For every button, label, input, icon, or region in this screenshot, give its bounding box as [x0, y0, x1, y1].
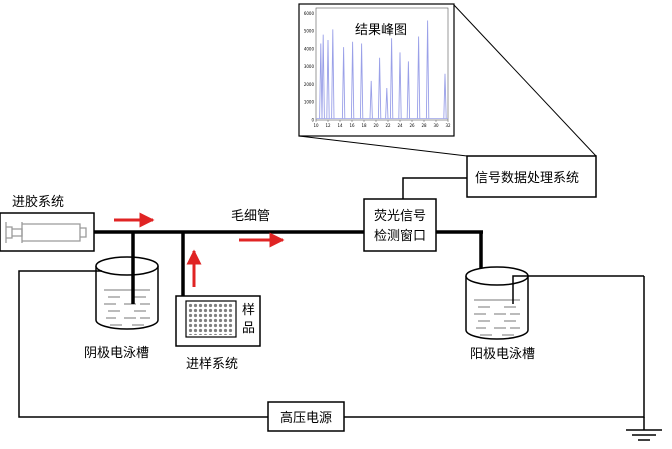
zoom-line-right — [453, 4, 597, 157]
chart-peak — [416, 36, 421, 119]
chart-peak — [350, 41, 355, 119]
injection-system-box — [0, 212, 95, 252]
chart-peak — [425, 20, 430, 119]
sample-label-char2: 品 — [242, 321, 255, 336]
chart-peak — [341, 47, 346, 119]
x-tick-label: 30 — [433, 123, 439, 128]
signal-processing-label: 信号数据处理系统 — [475, 171, 579, 186]
y-tick-label: 6000 — [304, 11, 315, 16]
chart-peak — [319, 43, 323, 119]
chart-peak — [385, 87, 389, 119]
signal-connector — [402, 177, 467, 199]
sample-plate-wells — [188, 303, 234, 335]
ground-icon — [626, 417, 662, 441]
chart-peak — [443, 73, 447, 119]
x-tick-label: 18 — [361, 123, 367, 128]
fluorescence-detection-window — [363, 198, 437, 252]
cathode-tank-label: 阴极电泳槽 — [84, 346, 149, 361]
chart-peak — [331, 29, 335, 119]
injection-system-label: 进胶系统 — [12, 194, 64, 210]
x-tick-label: 16 — [349, 123, 355, 128]
x-tick-label: 20 — [373, 123, 379, 128]
x-tick-label: 10 — [313, 123, 319, 128]
result-chart: 10 12 14 16 18 20 22 24 26 28 30 32 0 1000 2000 3000 400… — [298, 3, 455, 137]
sample-label-char1: 样 — [242, 303, 255, 318]
sampling-system-label: 进样系统 — [186, 357, 238, 372]
high-voltage-label: 高压电源 — [280, 410, 332, 426]
cathode-wire — [18, 270, 268, 418]
capillary-label: 毛细管 — [231, 209, 270, 224]
fluorescence-label-line2: 检测窗口 — [374, 228, 426, 244]
high-voltage-box — [267, 401, 345, 432]
chart-peak — [406, 61, 411, 119]
anode-tank — [465, 266, 529, 340]
chart-marks: 10 12 14 16 18 20 22 24 26 28 30 32 0 1000 2000 3000 400… — [304, 11, 451, 128]
y-tick-label: 2000 — [304, 82, 315, 87]
anode-electrode-wire — [512, 275, 644, 304]
chart-peak — [377, 57, 382, 119]
syringe-icon — [5, 222, 87, 243]
anode-tank-label: 阳极电泳槽 — [470, 347, 535, 362]
fluorescence-label-line1: 荧光信号 — [374, 209, 426, 224]
y-tick-label: 1000 — [304, 100, 315, 105]
x-tick-label: 28 — [421, 123, 427, 128]
x-tick-label: 14 — [337, 123, 343, 128]
x-tick-label: 24 — [397, 123, 403, 128]
chart-peak — [326, 39, 330, 119]
x-tick-label: 22 — [385, 123, 391, 128]
y-tick-label: 3000 — [304, 64, 315, 69]
cathode-tank — [95, 256, 159, 330]
chart-peak — [398, 52, 402, 119]
y-tick-label: 0 — [311, 118, 314, 123]
result-chart-title: 结果峰图 — [355, 23, 407, 38]
chart-peak — [389, 38, 394, 119]
chart-peak — [359, 43, 364, 119]
signal-processing-box — [466, 155, 597, 198]
chart-peak — [369, 80, 373, 119]
x-tick-label: 32 — [445, 123, 451, 128]
chart-plot-area — [315, 7, 449, 121]
chart-peak — [321, 34, 325, 119]
y-tick-label: 5000 — [304, 29, 315, 34]
x-tick-label: 26 — [409, 123, 415, 128]
x-tick-label: 12 — [325, 123, 331, 128]
zoom-line-left — [298, 135, 468, 157]
y-tick-label: 4000 — [304, 46, 315, 51]
